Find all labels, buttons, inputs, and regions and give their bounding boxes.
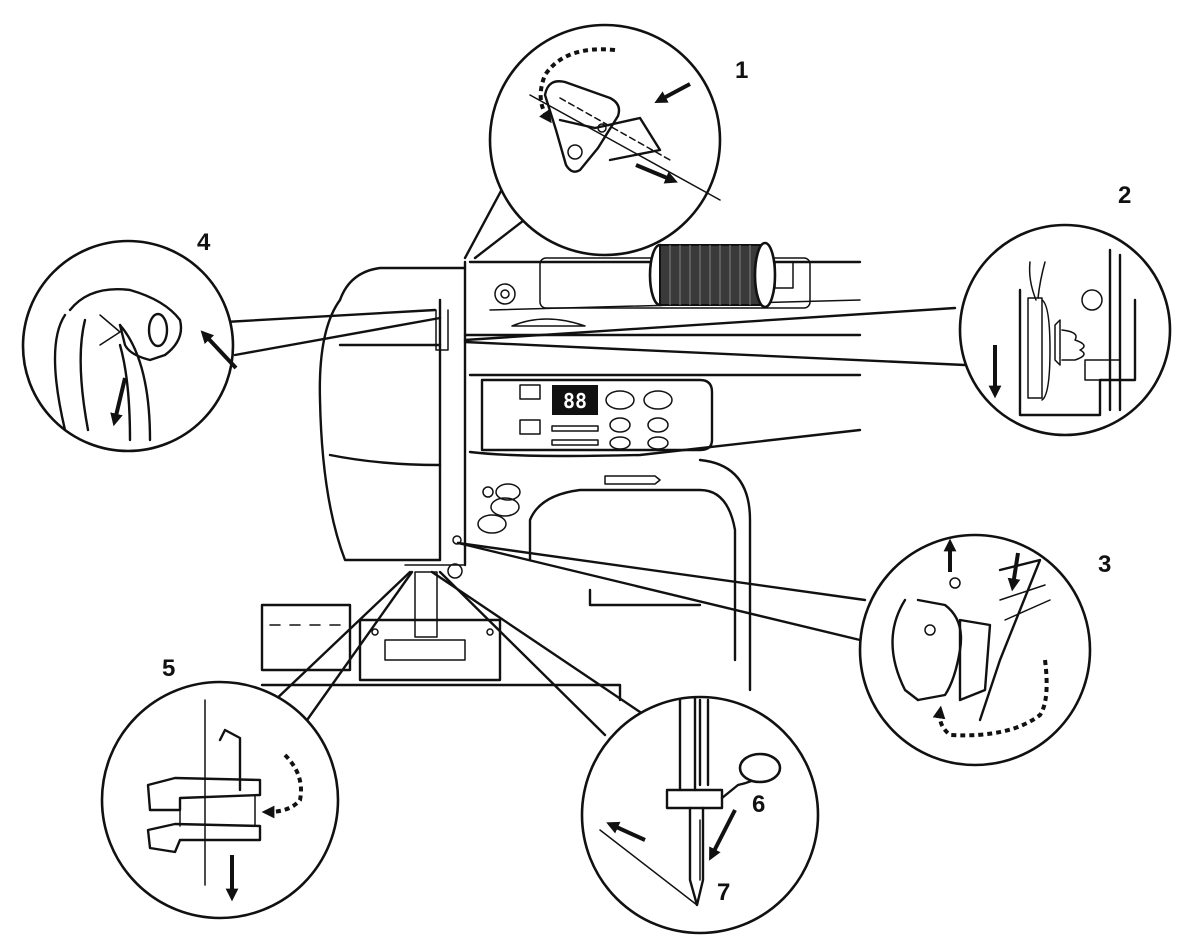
step-number-3: 3 — [1098, 551, 1111, 578]
led-display — [552, 385, 598, 415]
thread-spool — [648, 241, 794, 309]
step-number-2: 2 — [1118, 182, 1131, 209]
control-panel: 88 — [480, 378, 714, 452]
step-numbers: 1 2 3 4 5 6 7 — [162, 57, 1131, 906]
callout-upper-guide — [21, 239, 238, 453]
callout-thread-guide — [858, 533, 1092, 767]
step-number-6: 6 — [752, 791, 765, 818]
callout-needle — [580, 695, 820, 935]
sewing-machine: 88 — [260, 241, 862, 702]
step-number-1: 1 — [735, 57, 748, 84]
step-number-5: 5 — [162, 655, 175, 682]
needle-plate — [358, 563, 502, 682]
callout-tension-disc — [958, 223, 1172, 437]
step-number-7: 7 — [717, 879, 730, 906]
callout-needle-bar-guide — [100, 680, 340, 920]
display-readout: 88 — [563, 389, 587, 413]
callout-take-up-lever — [488, 23, 722, 257]
step-number-4: 4 — [197, 229, 211, 256]
